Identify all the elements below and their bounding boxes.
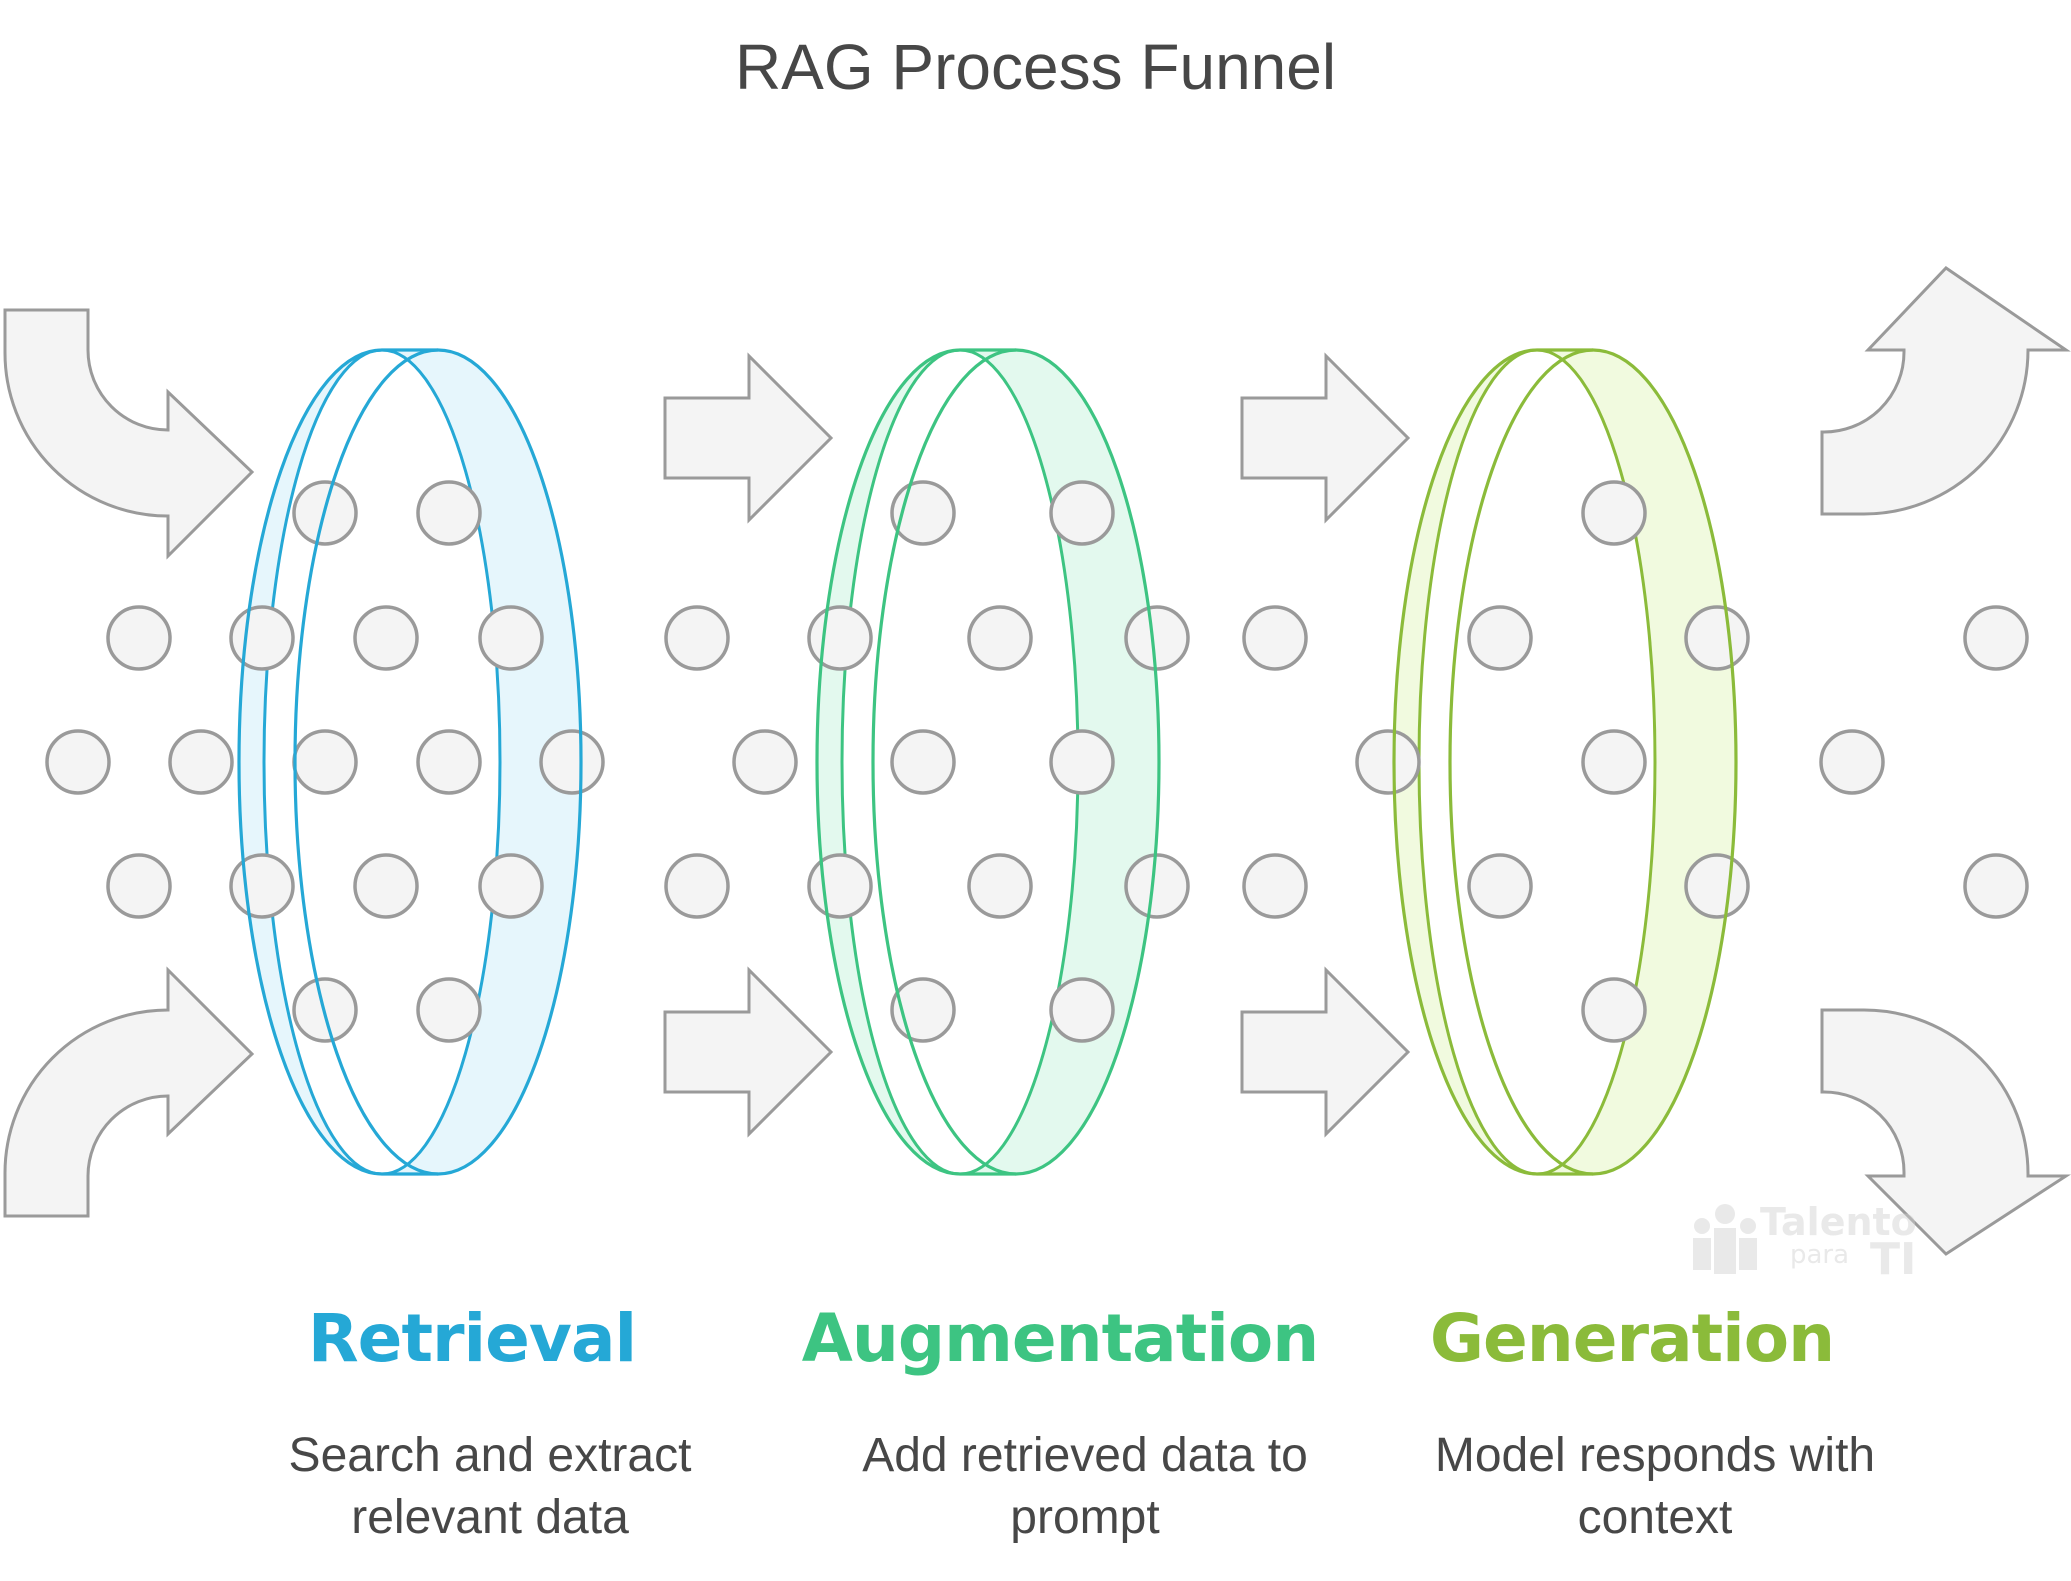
ring-outer-edge <box>237 348 438 1176</box>
data-dot <box>1242 605 1308 671</box>
curved-arrow-in-icon <box>3 308 255 560</box>
data-dot <box>416 977 482 1043</box>
stage-description-generation: Model responds with context <box>1355 1425 1955 1549</box>
data-dot <box>168 729 234 795</box>
data-dot <box>539 729 605 795</box>
data-dot <box>292 729 358 795</box>
data-dot <box>478 853 544 919</box>
description-line: Search and extract <box>288 1429 692 1482</box>
stage-title-augmentation: Augmentation <box>801 1300 1319 1377</box>
arrow-right-icon <box>663 966 834 1138</box>
people-icon <box>1693 1204 1757 1274</box>
watermark-text: para <box>1790 1240 1850 1270</box>
data-dot <box>664 605 730 671</box>
data-dot <box>890 729 956 795</box>
data-dot <box>229 853 295 919</box>
curved-arrow-out-icon <box>1820 266 2071 516</box>
watermark-text: Talento <box>1760 1200 1917 1244</box>
data-dot <box>807 605 873 671</box>
data-dot <box>1467 853 1533 919</box>
data-dot <box>732 729 798 795</box>
data-dot <box>416 480 482 546</box>
data-dot <box>1124 605 1190 671</box>
ring-backs <box>239 348 1736 1176</box>
data-dot <box>664 853 730 919</box>
data-dot <box>478 605 544 671</box>
stage-description-retrieval: Search and extract relevant data <box>190 1425 790 1549</box>
data-dot <box>967 853 1033 919</box>
ring-outer-edge <box>815 348 1016 1176</box>
arrow-right-icon <box>1240 352 1411 524</box>
curved-arrow-out-icon <box>1820 1008 2071 1256</box>
data-dot <box>1242 853 1308 919</box>
data-dot <box>1581 729 1647 795</box>
ring-back-edge <box>840 348 1080 1176</box>
data-dot <box>1963 605 2029 671</box>
watermark-text: TI <box>1870 1234 1917 1285</box>
data-dot <box>1124 853 1190 919</box>
stage-title-generation: Generation <box>1429 1300 1835 1377</box>
flow-arrows <box>3 266 2071 1256</box>
data-dot <box>1684 853 1750 919</box>
data-dot <box>106 605 172 671</box>
description-line: Add retrieved data to <box>862 1429 1308 1482</box>
data-dot <box>1581 480 1647 546</box>
data-dot <box>1581 977 1647 1043</box>
watermark-logo: Talento para TI <box>1690 1200 1920 1290</box>
data-dot <box>229 605 295 671</box>
curved-arrow-in-icon <box>3 966 255 1218</box>
description-line: context <box>1577 1491 1733 1544</box>
description-line: Model responds with <box>1434 1429 1876 1482</box>
stage-title-retrieval: Retrieval <box>307 1300 637 1377</box>
data-dot <box>1467 605 1533 671</box>
arrow-right-icon <box>663 352 834 524</box>
data-dot <box>416 729 482 795</box>
description-line: prompt <box>1010 1491 1160 1544</box>
ring-fronts <box>237 348 1738 1176</box>
ring-outer-edge <box>1392 348 1593 1176</box>
data-dot <box>1819 729 1885 795</box>
data-dot <box>1049 480 1115 546</box>
data-dot <box>353 605 419 671</box>
data-dot <box>1684 605 1750 671</box>
arrow-right-icon <box>1240 966 1411 1138</box>
description-line: relevant data <box>351 1491 629 1544</box>
data-dot <box>1049 977 1115 1043</box>
data-dot <box>1963 853 2029 919</box>
data-dot <box>967 605 1033 671</box>
data-dot <box>106 853 172 919</box>
data-dot <box>45 729 111 795</box>
data-dot <box>1355 729 1421 795</box>
data-dot <box>1049 729 1115 795</box>
stage-description-augmentation: Add retrieved data to prompt <box>785 1425 1385 1549</box>
data-dot <box>353 853 419 919</box>
data-dot <box>807 853 873 919</box>
page-title: RAG Process Funnel <box>734 31 1337 103</box>
